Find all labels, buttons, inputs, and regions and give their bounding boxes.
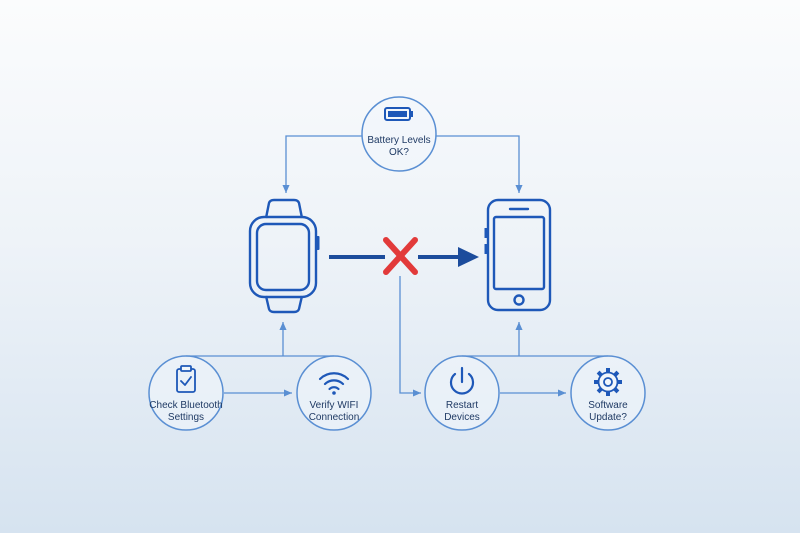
restart-label-line1: Restart xyxy=(445,400,479,411)
restart-label: Restart Devices xyxy=(419,400,505,424)
wifi-icon xyxy=(318,372,350,395)
checklist-icon xyxy=(176,365,196,393)
software-label-line1: Software xyxy=(588,400,628,411)
battery-label-line1: Battery Levels xyxy=(367,135,431,146)
battery-label-line2: OK? xyxy=(388,147,409,158)
bluetooth-label-line2: Settings xyxy=(167,412,205,423)
battery-to-watch-arrow xyxy=(282,135,362,193)
restart-label-line2: Devices xyxy=(444,412,480,423)
battery-node xyxy=(361,96,437,172)
wifi-label-line1: Verify WIFI xyxy=(309,400,359,411)
failure-to-restart-arrow xyxy=(399,276,421,397)
wifi-label-line2: Connection xyxy=(308,412,360,423)
battery-label: Battery Levels OK? xyxy=(356,135,442,159)
bluetooth-label: Check Bluetooth Settings xyxy=(143,400,229,424)
power-icon xyxy=(449,366,475,395)
gear-icon xyxy=(594,368,622,396)
wifi-label: Verify WIFI Connection xyxy=(291,400,377,424)
smartwatch-icon xyxy=(248,198,320,314)
failed-connection-x-icon xyxy=(383,237,418,275)
bluetooth-node xyxy=(148,355,224,431)
watch-to-phone-link xyxy=(329,237,479,275)
software-label-line2: Update? xyxy=(589,412,627,423)
bluetooth-label-line1: Check Bluetooth xyxy=(149,400,223,411)
connector-lines xyxy=(186,135,608,397)
software-label: Software Update? xyxy=(565,400,651,424)
battery-icon xyxy=(384,107,413,121)
battery-to-phone-arrow xyxy=(436,135,523,193)
smartphone-icon xyxy=(484,198,552,312)
